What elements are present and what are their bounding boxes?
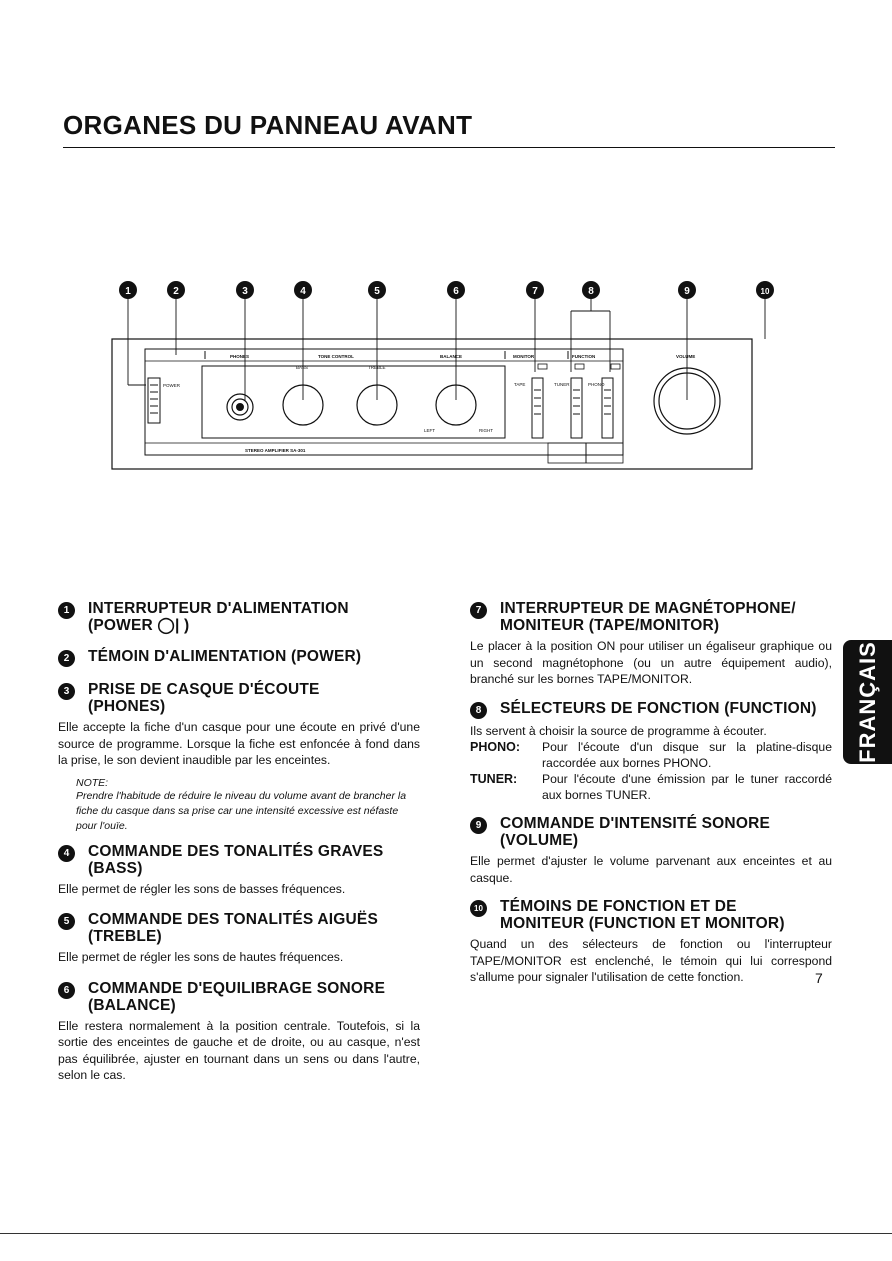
- label-treble: TREBLE: [368, 365, 386, 370]
- label-tape: TAPE: [514, 382, 525, 387]
- section-7: 7 INTERRUPTEUR DE MAGNÉTOPHONE/MONITEUR …: [470, 600, 832, 688]
- section-title: PRISE DE CASQUE D'ÉCOUTE(PHONES): [88, 681, 320, 715]
- section-1: 1 INTERRUPTEUR D'ALIMENTATION(POWER ◯| ): [58, 600, 420, 634]
- definition-phono: PHONO: Pour l'écoute d'un disque sur la …: [470, 740, 832, 770]
- page-title: ORGANES DU PANNEAU AVANT: [63, 110, 473, 140]
- phones-jack: [226, 393, 254, 421]
- section-number: 10: [470, 900, 487, 917]
- section-title: COMMANDE D'INTENSITÉ SONORE(VOLUME): [500, 815, 771, 849]
- title-rule: [63, 147, 835, 148]
- right-column: 7 INTERRUPTEUR DE MAGNÉTOPHONE/MONITEUR …: [470, 600, 832, 995]
- left-column: 1 INTERRUPTEUR D'ALIMENTATION(POWER ◯| )…: [58, 600, 420, 1093]
- note-label: NOTE:: [76, 776, 109, 789]
- section-8: 8 SÉLECTEURS DE FONCTION (FUNCTION) Ils …: [470, 700, 832, 804]
- section-title: INTERRUPTEUR DE MAGNÉTOPHONE/MONITEUR (T…: [500, 600, 796, 634]
- callout-5: 5: [374, 286, 380, 297]
- section-title: COMMANDE D'EQUILIBRAGE SONORE(BALANCE): [88, 979, 386, 1014]
- section-body: Quand un des sélecteurs de fonction ou l…: [470, 937, 832, 984]
- language-tab: FRANÇAIS: [843, 640, 892, 764]
- section-number: 2: [58, 650, 75, 667]
- tuner-switch: [570, 377, 583, 439]
- section-2: 2 TÉMOIN D'ALIMENTATION (POWER): [58, 648, 420, 667]
- section-number: 3: [58, 683, 75, 700]
- section-body: Elle accepte la fiche d'un casque pour u…: [58, 720, 420, 767]
- power-switch: [147, 377, 161, 424]
- section-5: 5 COMMANDE DES TONALITÉS AIGUËS(TREBLE) …: [58, 911, 420, 966]
- control-panel: [201, 365, 506, 439]
- section-number: 6: [58, 981, 75, 999]
- monitor-switch: [531, 377, 544, 439]
- section-number: 9: [470, 817, 487, 834]
- label-bass: BASS: [296, 365, 308, 370]
- amplifier-body: [144, 348, 624, 456]
- label-phono: PHONO: [588, 382, 605, 387]
- label-power: POWER: [163, 383, 181, 388]
- section-title: COMMANDE DES TONALITÉS AIGUËS(TREBLE): [88, 911, 378, 945]
- definition-tuner: TUNER: Pour l'écoute d'une émission par …: [470, 772, 832, 802]
- section-number: 5: [58, 913, 75, 930]
- section-body: Elle permet d'ajuster le volume parvenan…: [470, 854, 832, 885]
- callout-6: 6: [453, 286, 459, 297]
- section-title: COMMANDE DES TONALITÉS GRAVES(BASS): [88, 842, 384, 877]
- callout-7: 7: [532, 286, 538, 297]
- section-title: INTERRUPTEUR D'ALIMENTATION(POWER ◯| ): [88, 600, 349, 634]
- label-balance: BALANCE: [440, 354, 462, 359]
- phono-switch: [601, 377, 614, 439]
- section-title: SÉLECTEURS DE FONCTION (FUNCTION): [500, 699, 817, 717]
- section-4: 4 COMMANDE DES TONALITÉS GRAVES(BASS) El…: [58, 843, 420, 898]
- section-body: Le placer à la position ON pour utiliser…: [470, 639, 832, 686]
- label-model: STEREO AMPLIFIER SA-301: [245, 448, 306, 453]
- callout-8: 8: [588, 286, 594, 297]
- section-9: 9 COMMANDE D'INTENSITÉ SONORE(VOLUME) El…: [470, 815, 832, 886]
- section-number: 4: [58, 844, 75, 862]
- section-body: Elle restera normalement à la position c…: [58, 1018, 420, 1083]
- label-monitor: MONITOR: [513, 354, 535, 359]
- label-phones: PHONES: [230, 354, 249, 359]
- section-body: Ils servent à choisir la source de progr…: [470, 723, 767, 738]
- callout-1: 1: [125, 286, 131, 297]
- label-tone-control: TONE CONTROL: [318, 354, 354, 359]
- section-3: 3 PRISE DE CASQUE D'ÉCOUTE(PHONES) Elle …: [58, 681, 420, 834]
- label-volume: VOLUME: [676, 354, 695, 359]
- label-tuner: TUNER: [554, 382, 570, 387]
- section-6: 6 COMMANDE D'EQUILIBRAGE SONORE(BALANCE)…: [58, 980, 420, 1084]
- callout-4: 4: [300, 286, 306, 297]
- section-title: TÉMOIN D'ALIMENTATION (POWER): [88, 648, 362, 665]
- front-panel-diagram: 1 2 3 4 5 6 7 8 9 10 PHONES TONE CONTROL…: [111, 281, 774, 470]
- section-number: 8: [470, 701, 487, 719]
- callout-10: 10: [761, 287, 770, 296]
- section-number: 7: [470, 602, 487, 619]
- label-right: RIGHT: [479, 428, 493, 433]
- callout-frame: [111, 338, 753, 470]
- callout-9: 9: [684, 286, 690, 297]
- note-text: Prendre l'habitude de réduire le niveau …: [76, 789, 407, 832]
- label-left: LEFT: [424, 428, 435, 433]
- section-number: 1: [58, 602, 75, 619]
- page-number: 7: [815, 970, 823, 986]
- section-body: Elle permet de régler les sons de hautes…: [58, 950, 344, 964]
- bottom-rule: [0, 1233, 892, 1234]
- callout-3: 3: [242, 286, 248, 297]
- callout-2: 2: [173, 286, 179, 297]
- label-function: FUNCTION: [572, 354, 595, 359]
- section-body: Elle permet de régler les sons de basses…: [58, 881, 346, 896]
